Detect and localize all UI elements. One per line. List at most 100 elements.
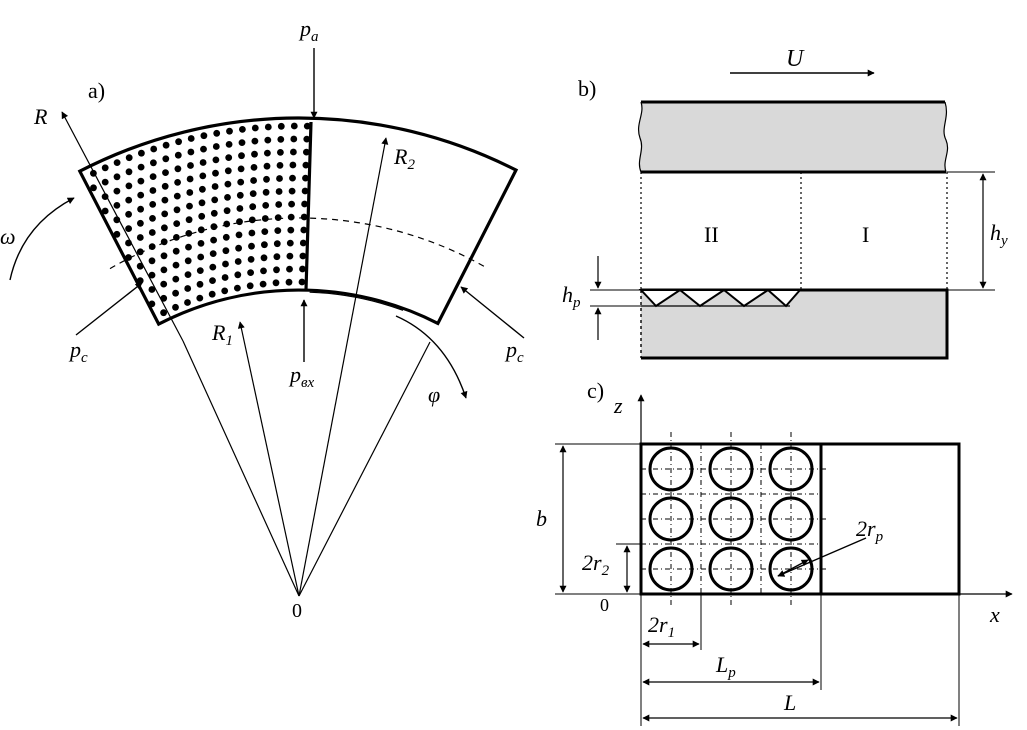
sector-divider [304, 121, 313, 291]
pore-dot [125, 182, 133, 190]
radial-line-right [298, 341, 431, 597]
sector-outline [77, 116, 519, 327]
pore-dot [298, 278, 306, 286]
pore-dot [137, 163, 145, 171]
pore-dot [125, 168, 133, 176]
pore-dot [113, 202, 121, 209]
pore-dot [221, 274, 229, 281]
pore-dot [173, 206, 181, 214]
pore-dot [212, 156, 220, 164]
pore-dot [150, 159, 157, 167]
pore-dot [289, 174, 296, 182]
pore-dot [209, 263, 217, 271]
p-c-right-arrow [460, 286, 525, 339]
pore-dot [199, 185, 206, 193]
pore-dot [137, 219, 144, 227]
pore-dot [211, 196, 219, 204]
pore-dot [303, 122, 311, 130]
pore-dot [148, 286, 156, 293]
pore-circle [648, 496, 694, 542]
surface-texture [638, 288, 803, 308]
pore-dot [197, 226, 205, 234]
pore-dot [210, 209, 218, 217]
pore-dot [172, 275, 180, 283]
cell-grid [641, 432, 829, 606]
axis-x-label: x [989, 602, 1000, 627]
pore-dot [186, 202, 193, 210]
pore-dot [185, 230, 193, 237]
pore-dot [90, 184, 97, 192]
pore-dot [286, 239, 294, 247]
pore-dot [249, 203, 257, 211]
pore-dot [209, 277, 216, 284]
pore-dot [90, 169, 97, 177]
pore-dot [148, 229, 156, 236]
pore-dot [186, 189, 194, 196]
p-c-right-label: pc [504, 337, 524, 366]
bottom-plate [641, 290, 947, 358]
p-vx-label: pвх [288, 362, 315, 391]
pore-dot [289, 161, 297, 169]
pore-dot [162, 155, 170, 163]
pore-dot [250, 164, 258, 171]
radius-R2-arrow [298, 137, 389, 597]
pore-circle [708, 446, 754, 492]
pore-dot [222, 247, 230, 255]
pore-dot [172, 289, 180, 297]
pore-dot [235, 231, 243, 239]
pore-dot [174, 165, 182, 173]
pore-dot [162, 169, 169, 177]
pore-dot [101, 207, 109, 215]
pore-dot [197, 240, 205, 247]
pore-dot [162, 141, 170, 149]
pore-circles [648, 446, 814, 592]
pore-dot [222, 260, 229, 268]
pore-dot [200, 132, 208, 140]
pore-dot [200, 145, 207, 153]
pore-dot [208, 290, 216, 298]
pore-dot [136, 248, 144, 256]
pore-dot [285, 278, 293, 286]
pore-circle [648, 446, 694, 492]
pore-dot [185, 243, 192, 251]
origin-label-c: 0 [600, 595, 609, 615]
pore-dot [137, 205, 145, 213]
pore-dot [198, 212, 206, 220]
pore-dot [275, 188, 283, 195]
pore-dot [149, 215, 156, 222]
pore-dot [273, 240, 281, 248]
pore-dot [199, 159, 207, 166]
panel-a: a) R pa R2 R1 ω pc pc [0, 16, 525, 622]
pore-dot [160, 280, 168, 288]
pore-circle [768, 496, 814, 542]
zone-I-label: I [862, 222, 869, 247]
pore-dot [251, 124, 259, 132]
pore-dot [286, 265, 293, 273]
pore-dot [175, 138, 183, 146]
pore-dot [237, 165, 245, 173]
pore-circle [768, 446, 814, 492]
pore-dot [290, 135, 298, 143]
pore-dot [187, 148, 195, 156]
two-rp-label: 2rp [856, 516, 884, 545]
pore-dot [196, 267, 204, 274]
pore-dot [125, 196, 133, 204]
pore-dot [136, 262, 144, 270]
pore-dot [160, 294, 168, 302]
pore-dot [259, 280, 267, 288]
pore-dot [160, 309, 168, 317]
axis-z-label: z [613, 393, 623, 418]
pore-dot [274, 227, 282, 235]
panel-c-label: c) [587, 378, 604, 403]
porous-region-dots [90, 122, 311, 317]
pore-dot [225, 141, 233, 148]
pore-dot [196, 294, 204, 302]
axis-R [61, 111, 184, 342]
phi-direction-arrow [395, 315, 468, 399]
pore-dot [288, 187, 296, 195]
pore-dot [301, 187, 309, 195]
pore-dot [101, 193, 109, 201]
pore-dot [101, 164, 109, 172]
pore-dot [246, 282, 254, 290]
pore-dot [273, 253, 281, 261]
